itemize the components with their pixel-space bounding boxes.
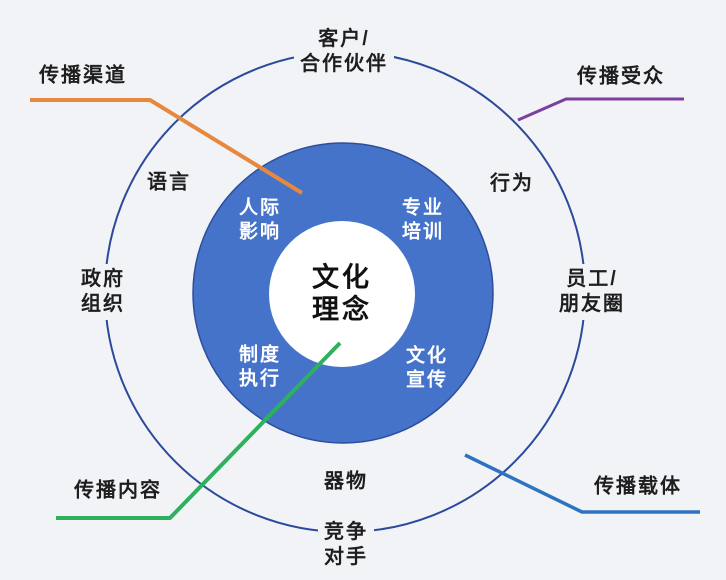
- outer-label-line: 组织: [81, 293, 125, 315]
- ring-label-interpersonal-influence: 人际 影响: [239, 196, 281, 244]
- ring-label-line: 文化: [405, 345, 449, 367]
- outer-label-behavior: 行为: [490, 172, 534, 195]
- outer-label-government-organizations: 政府 组织: [75, 264, 131, 320]
- outer-label-customers-partners: 客户/ 合作伙伴: [294, 24, 394, 80]
- ring-label-culture-promotion: 文化 宣传: [406, 344, 448, 392]
- outer-label-competitors: 竞争 对手: [318, 517, 374, 573]
- ring-label-line: 影响: [238, 221, 282, 242]
- ring-label-line: 培训: [401, 221, 445, 242]
- outer-label-artifacts: 器物: [324, 470, 368, 493]
- ring-label-line: 宣传: [405, 369, 449, 390]
- ring-label-line: 人际: [238, 197, 282, 219]
- outer-label-line: 合作伙伴: [300, 53, 388, 75]
- outer-label-line: 朋友圈: [559, 293, 625, 315]
- outer-label-language: 语言: [147, 171, 191, 194]
- inner-core-circle: [269, 221, 415, 367]
- center-label-culture-concept: 文化 理念: [312, 262, 372, 327]
- carrier-callout-line: [464, 453, 700, 514]
- ring-label-line: 专业: [401, 197, 445, 219]
- outer-label-line: 员工/: [566, 268, 618, 290]
- outer-label-line: 客户/: [318, 28, 370, 50]
- center-label-line2: 理念: [312, 295, 372, 325]
- outer-label-employees-friends-circle: 员工/ 朋友圈: [553, 264, 631, 320]
- callout-label-communication-carrier: 传播载体: [594, 475, 682, 498]
- channel-callout-line: [30, 98, 304, 195]
- outer-label-line: 对手: [324, 546, 368, 568]
- callout-label-communication-channel: 传播渠道: [39, 64, 127, 87]
- content-callout-line: [56, 341, 342, 520]
- outer-label-line: 政府: [81, 268, 125, 290]
- ring-label-system-execution: 制度 执行: [239, 343, 281, 391]
- callout-label-communication-content: 传播内容: [74, 479, 162, 502]
- ring-label-professional-training: 专业 培训: [402, 196, 444, 244]
- ring-label-line: 执行: [238, 368, 282, 389]
- center-label-line1: 文化: [312, 262, 372, 293]
- outer-label-line: 竞争: [324, 521, 368, 543]
- audience-callout-line: [517, 97, 684, 122]
- ring-label-line: 制度: [238, 344, 282, 366]
- callout-label-communication-audience: 传播受众: [577, 65, 665, 88]
